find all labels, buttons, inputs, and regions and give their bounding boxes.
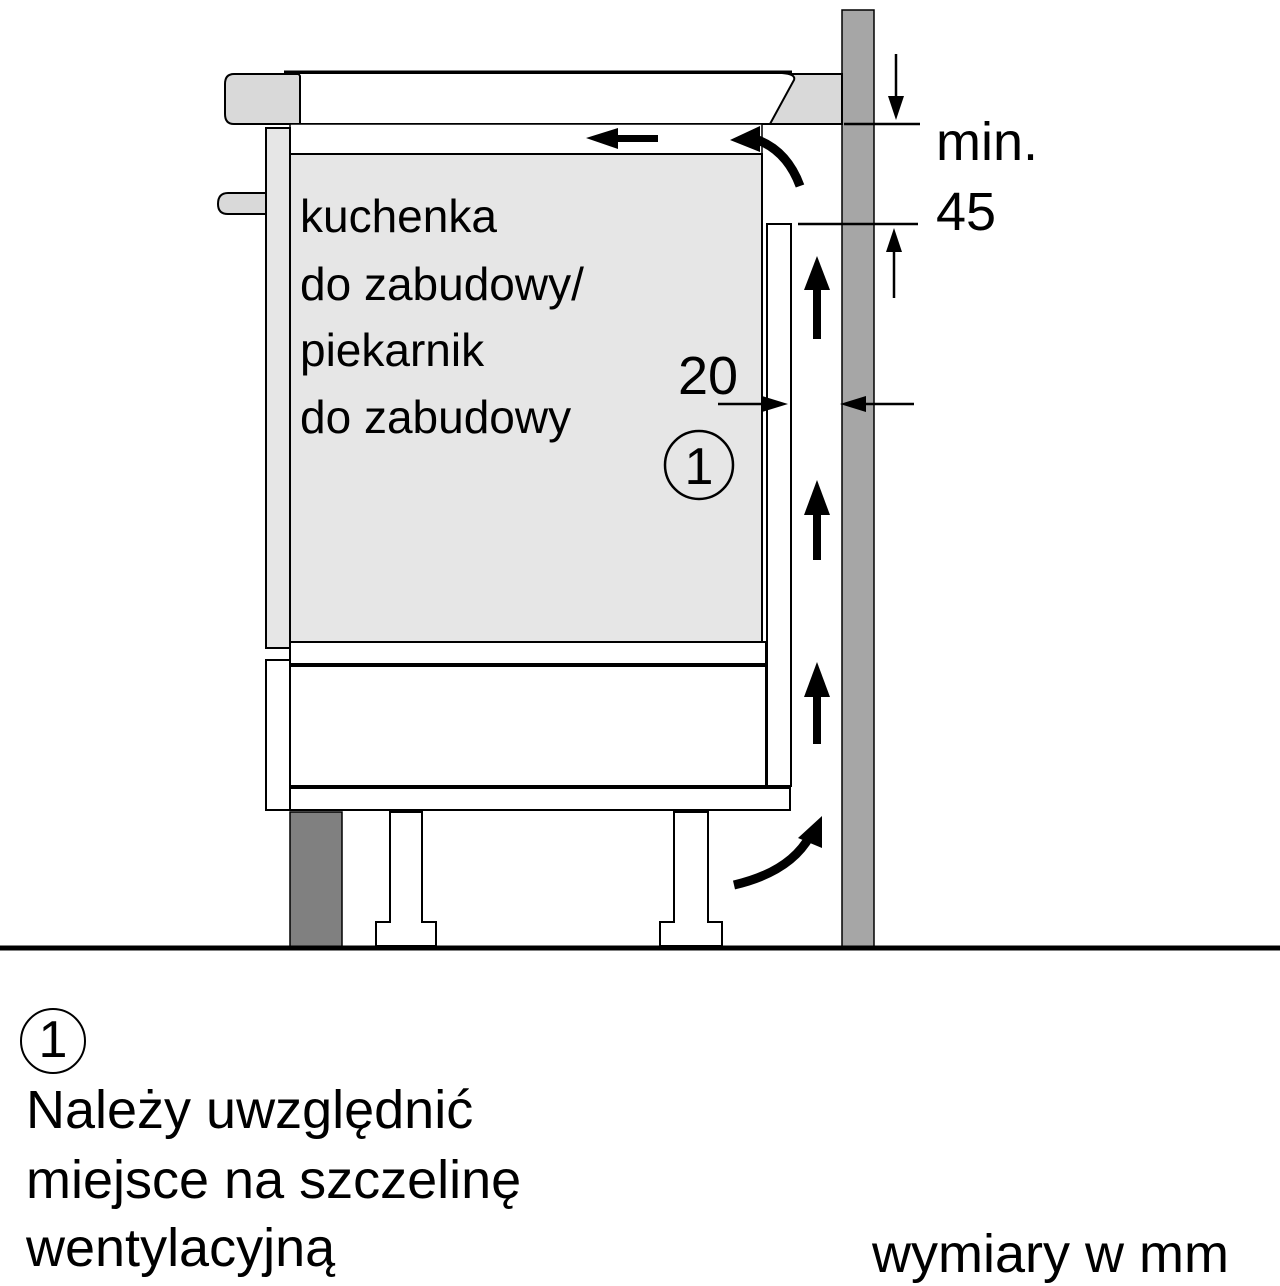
airflow-arrow-up <box>804 256 830 339</box>
appliance-label-line: do zabudowy/ <box>300 258 584 310</box>
dimension-label-45: 45 <box>936 182 996 242</box>
hob <box>296 72 796 125</box>
cabinet-leg-rear <box>659 811 723 947</box>
cabinet-bottom <box>289 787 791 811</box>
worktop-underside-gap <box>289 123 763 155</box>
cabinet-leg-front <box>375 811 437 947</box>
dimension-top-gap <box>798 54 920 298</box>
oven-handle <box>216 192 267 215</box>
dimension-rear-gap <box>718 396 914 412</box>
note-line: Należy uwzględnić <box>26 1080 474 1140</box>
drawer-front <box>265 659 291 811</box>
cabinet-rear-panel <box>766 223 792 787</box>
note-line: wentylacyjną <box>26 1218 336 1278</box>
cabinet-shelf <box>289 641 767 665</box>
airflow-arrow-up <box>804 480 830 560</box>
dimension-label-min: min. <box>936 112 1038 172</box>
appliance-label-line: do zabudowy <box>300 391 571 443</box>
oven-front-panel <box>265 127 291 649</box>
callout-marker: 1 <box>663 429 735 501</box>
drawer <box>289 665 767 787</box>
airflow-arrow-up <box>804 662 830 744</box>
airflow-arrow-curved-in <box>732 816 822 890</box>
note-marker: 1 <box>20 1008 86 1074</box>
plinth <box>289 811 343 949</box>
wall <box>841 9 875 949</box>
airflow-arrow-left <box>586 128 658 149</box>
note-line: miejsce na szczelinę <box>26 1150 522 1210</box>
appliance-label-line: kuchenka <box>300 190 497 242</box>
dimension-label-20: 20 <box>678 346 738 406</box>
oven-body <box>289 153 763 643</box>
units-note: wymiary w mm <box>872 1224 1229 1284</box>
appliance-label-line: piekarnik <box>300 324 485 376</box>
svg-text:1: 1 <box>685 438 714 496</box>
airflow-arrow-curved-top <box>730 126 805 188</box>
